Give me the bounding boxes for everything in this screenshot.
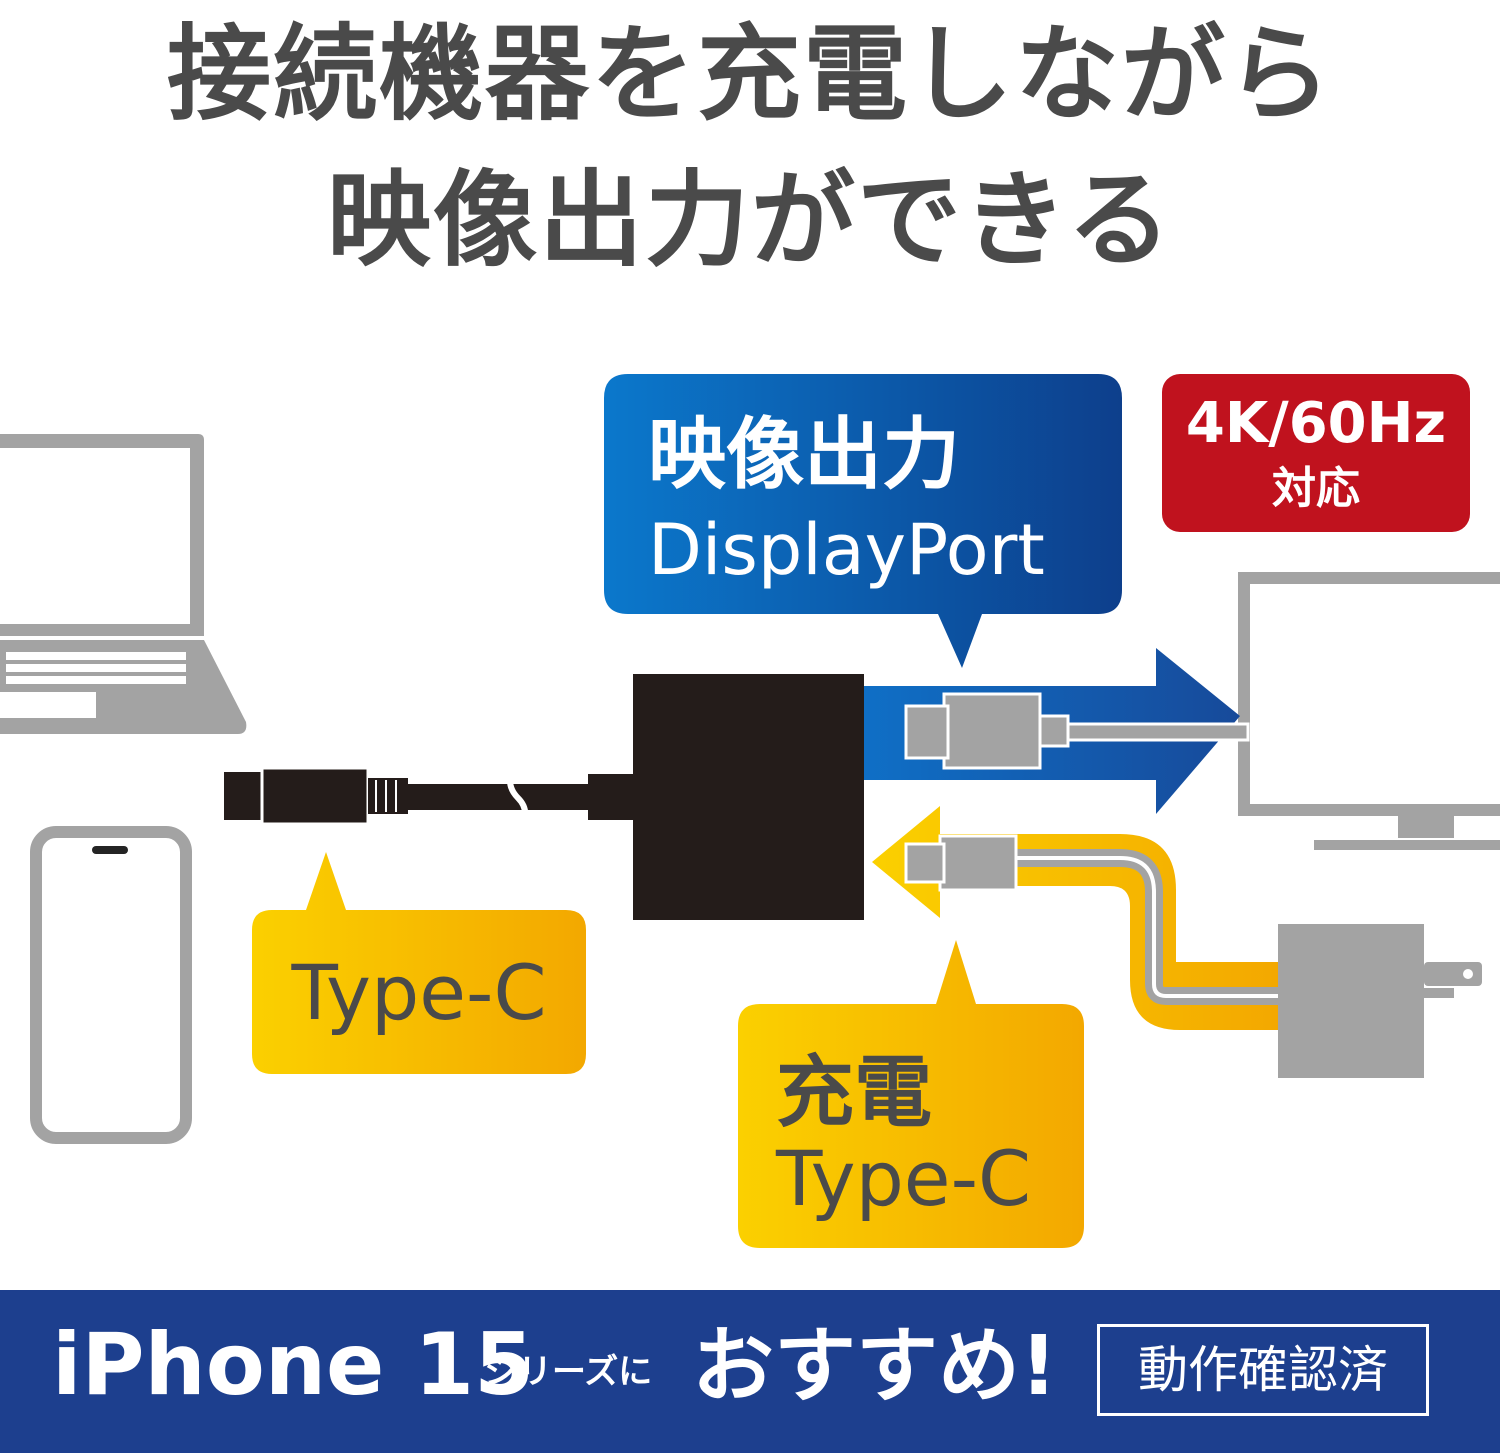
headline-line-1: 接続機器を充電しながら — [166, 13, 1333, 135]
video-bubble — [604, 374, 1122, 668]
footer-series-text: シリーズに — [484, 1352, 653, 1392]
resolution-badge — [1162, 374, 1470, 532]
usb-c-cable — [224, 766, 634, 828]
video-bubble-subtitle: DisplayPort — [648, 509, 1045, 591]
video-bubble-title: 映像出力 — [648, 410, 961, 500]
resolution-badge-line-2: 対応 — [1272, 463, 1360, 514]
charge-bubble-subtitle: Type-C — [776, 1134, 1032, 1223]
footer-recommend-text: おすすめ! — [692, 1319, 1058, 1414]
footer-iphone-text: iPhone 15 — [52, 1315, 534, 1415]
monitor-icon — [1238, 572, 1500, 850]
footer-banner: iPhone 15 シリーズに おすすめ! 動作確認済 — [0, 1290, 1500, 1453]
verified-badge: 動作確認済 — [1097, 1324, 1429, 1416]
video-output-arrow — [864, 648, 1250, 814]
resolution-badge-line-1: 4K/60Hz — [1185, 391, 1447, 456]
headline-line-2: 映像出力ができる — [327, 159, 1173, 281]
charging-arrow — [872, 806, 1278, 1030]
smartphone-icon — [30, 826, 192, 1144]
adapter-body — [633, 674, 864, 920]
power-adapter-icon — [1278, 924, 1482, 1078]
input-typec-label: Type-C — [291, 948, 547, 1037]
charge-bubble — [738, 940, 1084, 1248]
charge-bubble-title: 充電 — [776, 1048, 933, 1138]
laptop-icon — [0, 434, 247, 734]
input-typec-bubble — [252, 852, 586, 1074]
